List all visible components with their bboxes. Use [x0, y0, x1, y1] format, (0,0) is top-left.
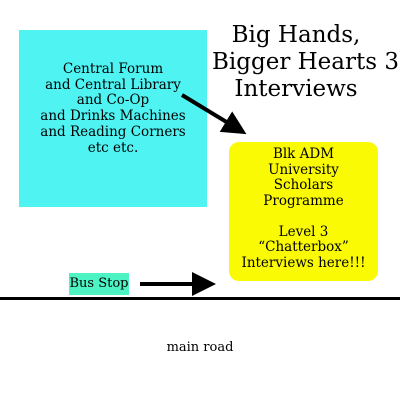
interview-label-line: Scholars: [273, 177, 334, 193]
map-title: Big Hands, Bigger Hearts 3. Interviews: [212, 22, 400, 103]
forum-label-line: etc etc.: [87, 139, 139, 156]
main-road-label: main road: [166, 340, 234, 355]
forum-label-line: and Central Library: [45, 76, 181, 93]
interview-label-line: Interviews here!!!: [241, 254, 366, 271]
bus-stop-label: Bus Stop: [69, 273, 129, 295]
interview-label-line: Level 3: [278, 223, 329, 240]
forum-label-line: Central Forum: [62, 61, 164, 77]
forum-label-line: and Drinks Machines: [40, 108, 186, 125]
interview-label-line: “Chatterbox”: [258, 239, 349, 255]
interview-label-line: Programme: [263, 192, 344, 209]
title-line: Interviews: [234, 76, 358, 102]
interview-label-line: Blk ADM: [272, 146, 335, 162]
main-road-line: [0, 297, 400, 300]
interview-location-box: Blk ADM University Scholars Programme Le…: [229, 142, 378, 281]
forum-label-line: and Reading Corners: [40, 123, 186, 140]
interview-label-line: [229, 209, 378, 225]
forum-label-line: and Co-Op: [76, 92, 150, 109]
interview-label-line: University: [268, 161, 339, 178]
title-line: Big Hands,: [231, 22, 361, 48]
title-line: Bigger Hearts 3.: [212, 49, 400, 75]
central-forum-area: Central Forum and Central Library and Co…: [19, 30, 207, 207]
